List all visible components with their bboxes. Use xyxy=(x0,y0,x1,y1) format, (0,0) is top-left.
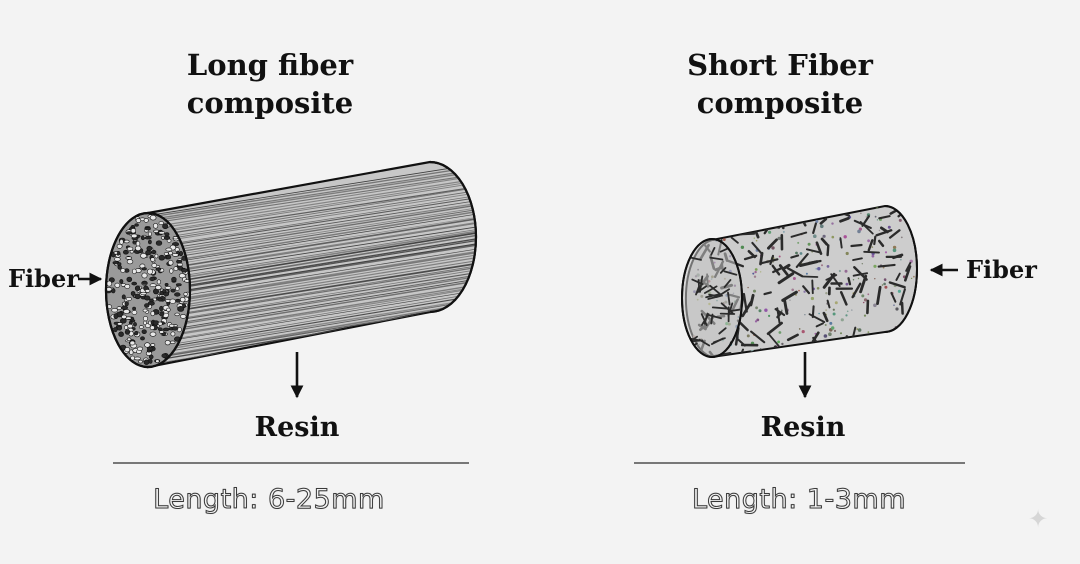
short-length-label: Length: 1-3mm xyxy=(691,484,906,516)
long-fiber-title: Long fiber composite xyxy=(170,46,370,122)
long-fiber-cross-section xyxy=(106,214,190,365)
long-fiber-title-line1: Long fiber xyxy=(186,48,354,82)
long-length-label: Length: 6-25mm xyxy=(153,484,385,516)
short-fiber-cylinder xyxy=(681,204,918,359)
long-resin-label: Resin xyxy=(254,412,340,443)
short-divider xyxy=(634,462,965,464)
long-fiber-cylinder xyxy=(104,160,478,369)
short-fiber-label: Fiber xyxy=(966,255,1037,284)
short-resin-label: Resin xyxy=(760,412,846,443)
long-fiber-label: Fiber xyxy=(8,264,79,293)
short-fiber-title: Short Fiber composite xyxy=(675,46,885,122)
short-fiber-title-line1: Short Fiber xyxy=(687,48,873,82)
sparkle-icon: ✦ xyxy=(1028,505,1049,533)
long-fiber-strands xyxy=(148,163,476,367)
short-fiber-title-line2: composite xyxy=(696,86,864,120)
long-divider xyxy=(113,462,469,464)
long-fiber-title-line2: composite xyxy=(186,86,354,120)
